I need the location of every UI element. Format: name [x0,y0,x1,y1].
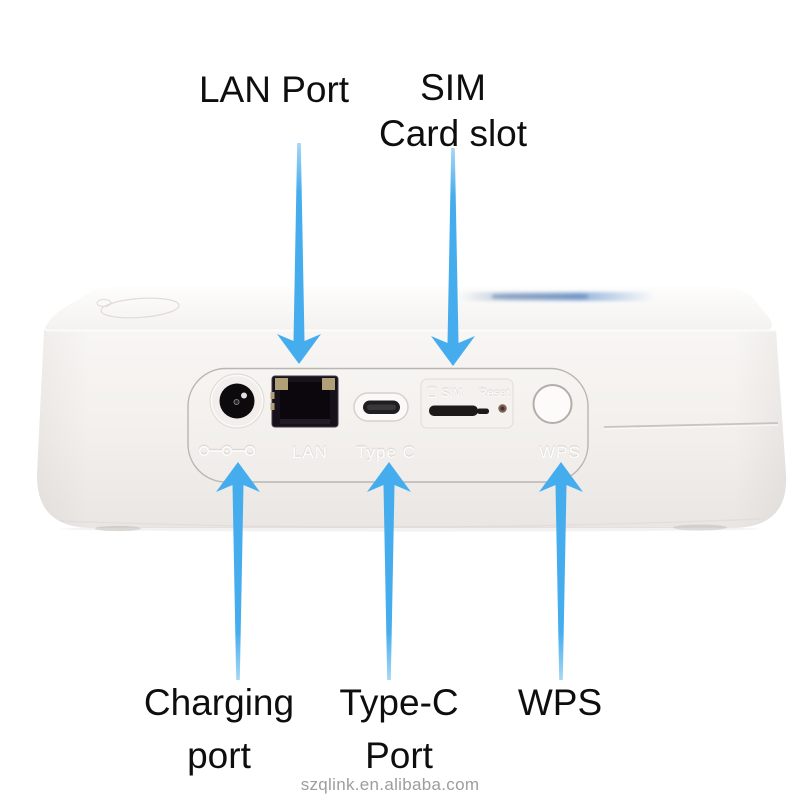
sim-slot-opening [429,405,478,416]
sim-slot-notch [477,408,489,414]
type-c-port [353,392,409,422]
label-type-c-line1: Type-C [339,682,459,723]
dc-jack-recess-highlight [210,374,264,428]
sim-card-slot: SIM Reset [420,378,514,429]
dc-jack-glint [241,392,247,399]
charging-port [209,373,265,429]
arrow-charging-port [216,462,260,680]
sim-card-icon [427,387,437,399]
label-type-c-line2: Port [365,735,433,776]
arrow-sim-card-slot [431,148,475,366]
label-wps-text: WPS [517,682,603,723]
label-wps: WPS [518,676,602,729]
dc-jack-pin [233,398,240,405]
label-sim-line1: SIM [420,67,486,108]
lan-port-cavity [280,382,330,420]
panel-wps-label: WPS [539,443,581,462]
label-type-c-port: Type-C Port [339,676,458,782]
label-charging-line1: Charging [143,682,295,723]
label-sim-line2: Card slot [378,113,528,154]
lan-port [270,375,339,428]
sim-module-sim-label: SIM [441,386,462,400]
lan-port-reflection [280,419,330,424]
reset-pinhole-center [500,406,505,411]
wps-button [532,384,573,424]
label-lan-port: LAN Port [199,63,349,116]
device-top-face [45,287,772,330]
brand-logo [458,292,654,301]
lan-port-contact-left [275,378,288,390]
watermark-text: szqlink.en.alibaba.com [300,775,480,794]
panel-type-c-label: Type C [356,443,416,462]
arrow-lan-port [277,143,321,364]
lan-port-tab-lower [270,403,275,410]
sim-module-reset-label: Reset [478,386,510,400]
type-c-tongue [367,404,396,410]
label-sim-card-slot: SIM Card slot [379,65,527,157]
seam-line [603,422,779,430]
label-lan-port-text: LAN Port [198,69,350,110]
top-face-ring-mark [96,297,180,319]
power-polarity-icon [198,445,256,457]
label-charging-line2: port [187,735,251,776]
arrow-wps [539,462,583,680]
arrow-type-c-port [367,462,411,680]
lan-port-contact-right [322,378,335,390]
panel-lan-label: LAN [292,443,328,462]
label-charging-port: Charging port [144,676,294,782]
lan-port-tab-upper [270,392,275,399]
